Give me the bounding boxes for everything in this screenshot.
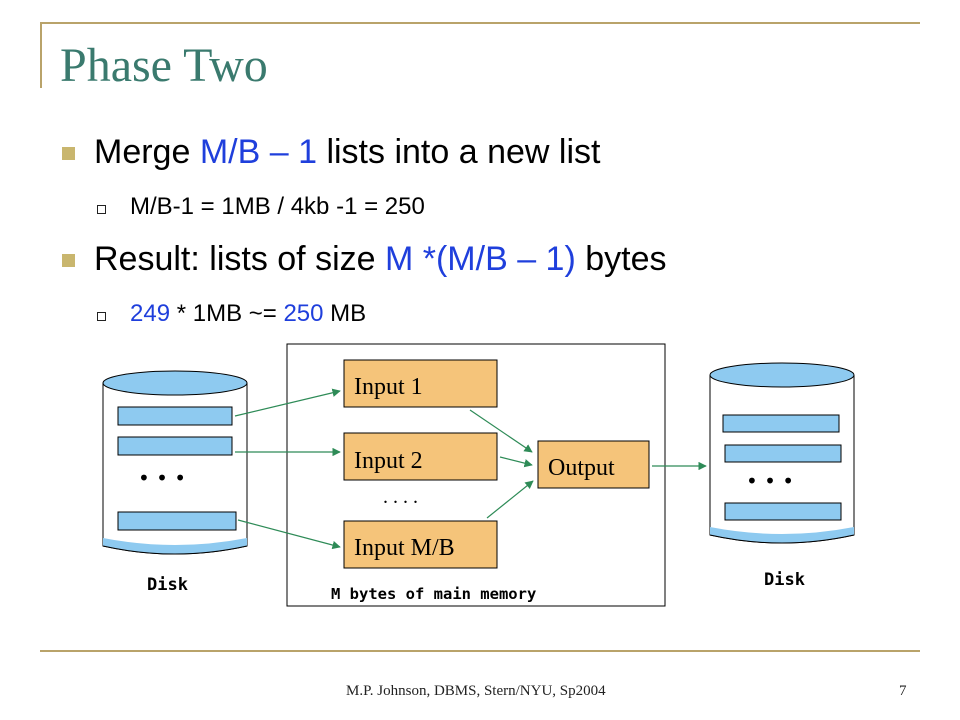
bullet-2-sub-part-1: 249	[130, 300, 171, 327]
right-disk-label: Disk	[764, 570, 805, 590]
bullet-1-text: Merge M/B – 1 lists into a new list	[94, 133, 600, 172]
bullet-1-part-2: M/B – 1	[199, 133, 317, 171]
bullet-1-part-3: lists into a new list	[317, 133, 601, 171]
bullet-2-sub-part-4: MB	[323, 300, 367, 327]
bullet-2-part-1: Result: lists of size	[94, 240, 385, 278]
disk-block	[117, 406, 233, 426]
arrow-input-mb-to-output	[486, 480, 534, 519]
footer-text: M.P. Johnson, DBMS, Stern/NYU, Sp2004	[346, 683, 606, 699]
arrow-input-1-to-output	[469, 409, 533, 453]
bullet-1-sub-part-1: M/B-1 = 1MB / 4kb -1 = 250	[130, 193, 425, 220]
input-2-label: Input 2	[354, 448, 423, 474]
top-rule	[40, 22, 920, 24]
bullet-marker	[62, 254, 75, 267]
disk-block	[724, 502, 842, 521]
bullet-1-part-1: Merge	[94, 133, 200, 171]
arrow-disk-to-input-1	[234, 388, 341, 417]
disk-block	[724, 444, 842, 463]
left-rule	[40, 22, 42, 88]
left-disk-ellipsis: • • •	[138, 466, 186, 490]
slide-title: Phase Two	[60, 39, 268, 92]
right-disk-ellipsis: • • •	[746, 469, 794, 493]
input-ellipsis: . . . .	[383, 486, 418, 508]
bottom-rule	[40, 650, 920, 652]
input-1-label: Input 1	[354, 374, 423, 400]
bullet-2-sub-text: 249 * 1MB ~= 250 MB	[130, 300, 366, 328]
sub-bullet-marker	[97, 312, 106, 321]
output-label: Output	[548, 455, 615, 481]
disk-block	[117, 511, 237, 531]
input-mb-buffer	[343, 520, 498, 569]
output-buffer	[537, 440, 650, 489]
bullet-marker	[62, 147, 75, 160]
left-disk	[102, 370, 248, 555]
bullet-2-part-3: bytes	[575, 240, 667, 278]
disk-block	[117, 436, 233, 456]
input-mb-label: Input M/B	[354, 535, 455, 561]
arrow-disk-to-input-mb	[237, 519, 341, 550]
left-disk-label: Disk	[147, 575, 188, 595]
bullet-2-sub-part-3: 250	[283, 300, 324, 327]
bullet-1-sub-text: M/B-1 = 1MB / 4kb -1 = 250	[130, 193, 425, 221]
memory-label: M bytes of main memory	[331, 585, 536, 603]
sub-bullet-marker	[97, 205, 106, 214]
bullet-2-part-2: M *(M/B – 1)	[384, 240, 576, 278]
input-1-buffer	[343, 359, 498, 408]
page-number: 7	[899, 683, 907, 699]
bullet-2-sub-part-2: * 1MB ~=	[170, 300, 284, 327]
disk-block	[722, 414, 840, 433]
right-disk	[709, 362, 855, 544]
arrow-input-2-to-output	[499, 456, 533, 468]
bullet-2-text: Result: lists of size M *(M/B – 1) bytes	[94, 240, 667, 279]
input-2-buffer	[343, 432, 498, 481]
